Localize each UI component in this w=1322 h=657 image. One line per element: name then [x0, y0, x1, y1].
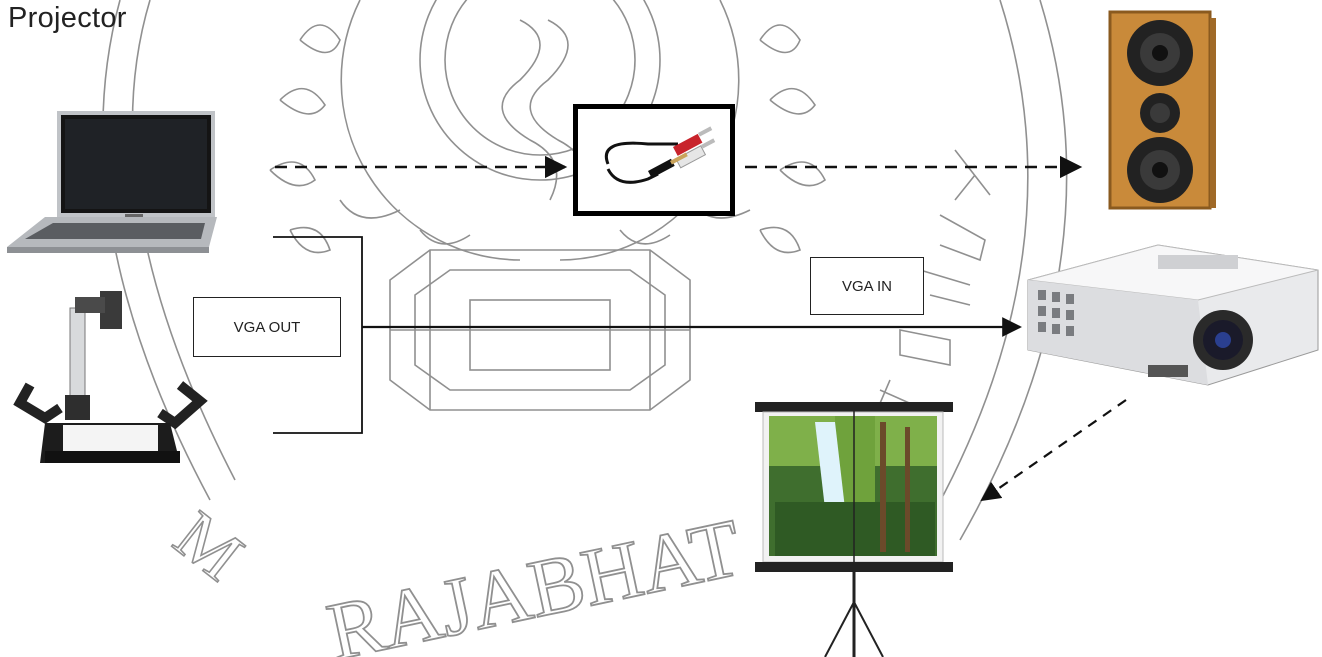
- document-camera-icon: [5, 283, 210, 478]
- projector-icon: [1018, 240, 1320, 388]
- laptop-icon: [5, 105, 217, 255]
- vga-in-label: VGA IN: [810, 257, 924, 315]
- vga-out-label: VGA OUT: [193, 297, 341, 357]
- audio-cable-icon: [573, 104, 735, 216]
- speaker-icon: [1108, 10, 1218, 210]
- projector-to-screen-arrow: [982, 400, 1126, 500]
- projection-screen-icon: [755, 402, 953, 657]
